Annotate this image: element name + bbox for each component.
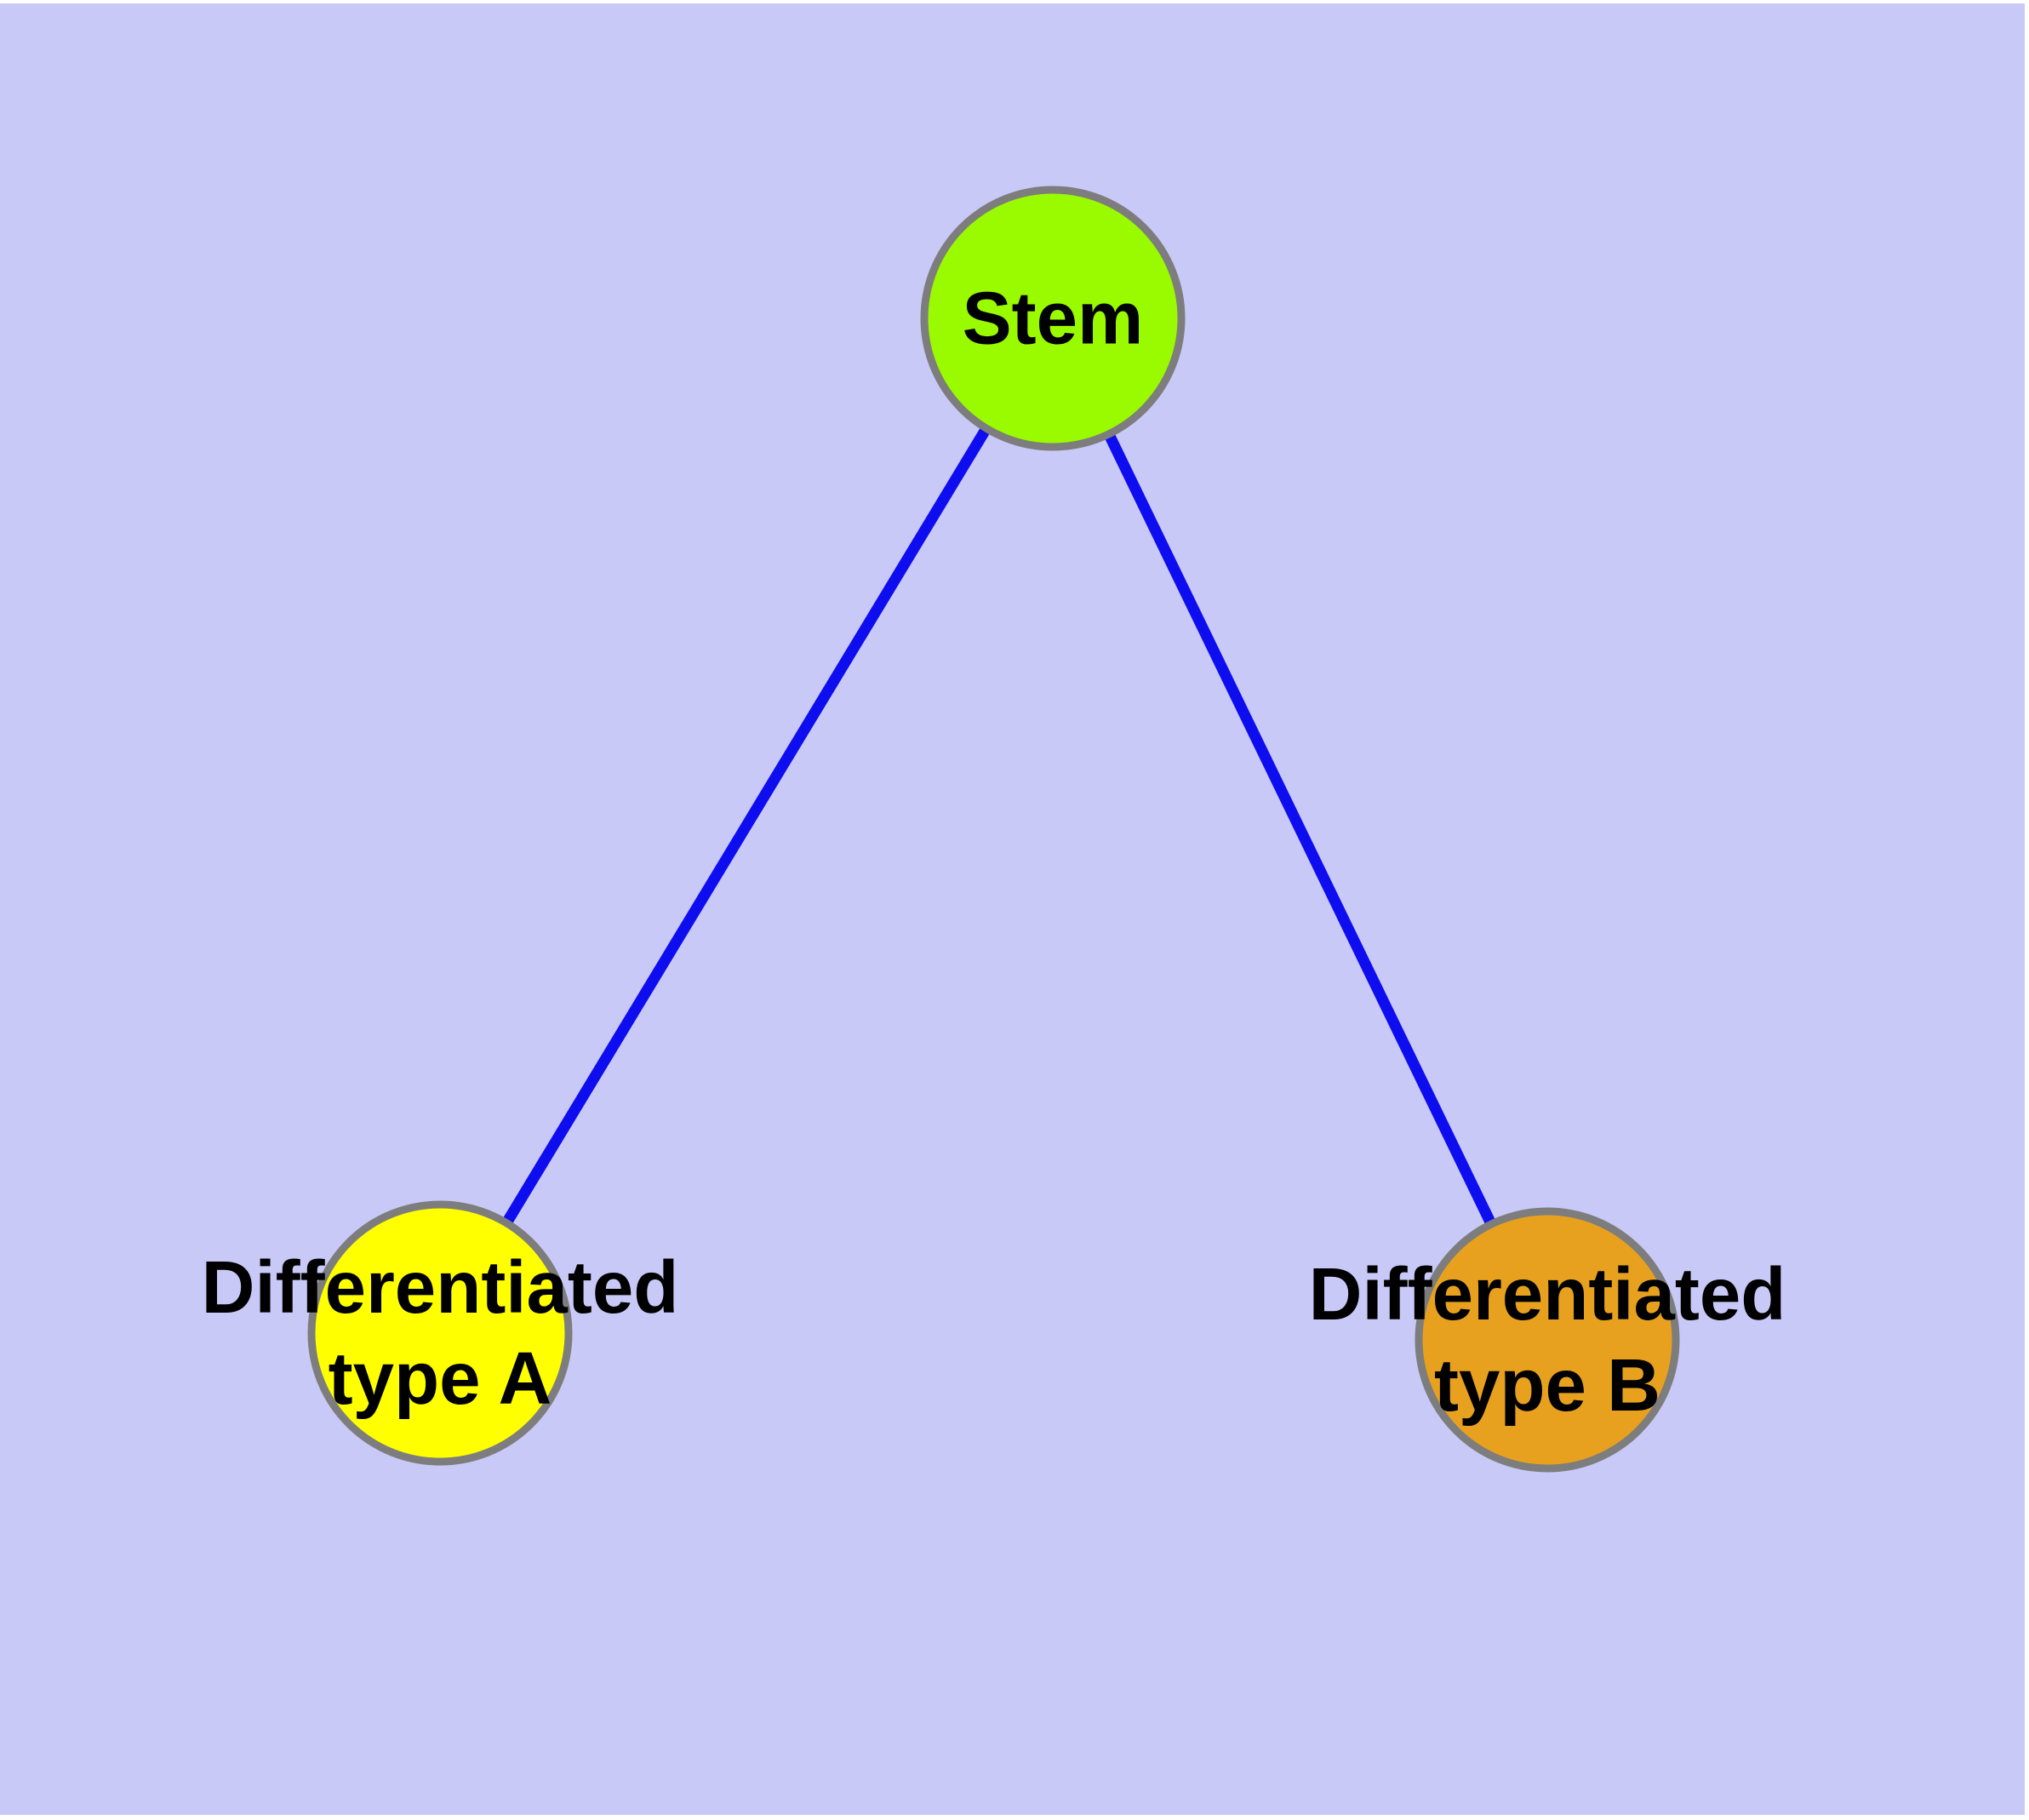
type-b-node-label: Differentiated type B [1308, 1253, 1786, 1427]
edge-stem-to-type-b [1048, 316, 1552, 1342]
stem-node-label: Stem [962, 277, 1144, 360]
type-b-node-circle [1415, 1207, 1680, 1473]
type-a-node-label: Differentiated type A [201, 1246, 679, 1420]
edge-stem-to-type-a [435, 315, 1058, 1336]
stem-node-circle [920, 186, 1186, 451]
type-a-node-circle [307, 1200, 573, 1466]
